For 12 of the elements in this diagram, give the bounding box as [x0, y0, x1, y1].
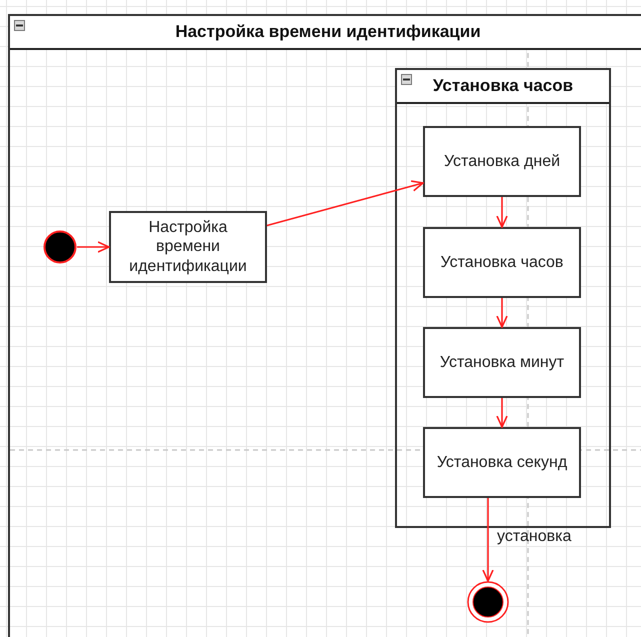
composite-state	[395, 68, 611, 528]
initial-state	[43, 230, 77, 264]
action-box: Установка минут	[423, 327, 581, 398]
action-box: Установка секунд	[423, 427, 581, 498]
edge-label: установка	[497, 528, 572, 546]
frame-title: Установка часов	[397, 70, 609, 104]
action-box: Установка часов	[423, 227, 581, 298]
frame-title: Настройка времени идентификации	[10, 16, 641, 50]
activity-frame	[8, 14, 641, 637]
final-state	[467, 581, 509, 623]
action-box: Настройка времени идентификации	[109, 211, 267, 283]
action-box: Установка дней	[423, 126, 581, 197]
